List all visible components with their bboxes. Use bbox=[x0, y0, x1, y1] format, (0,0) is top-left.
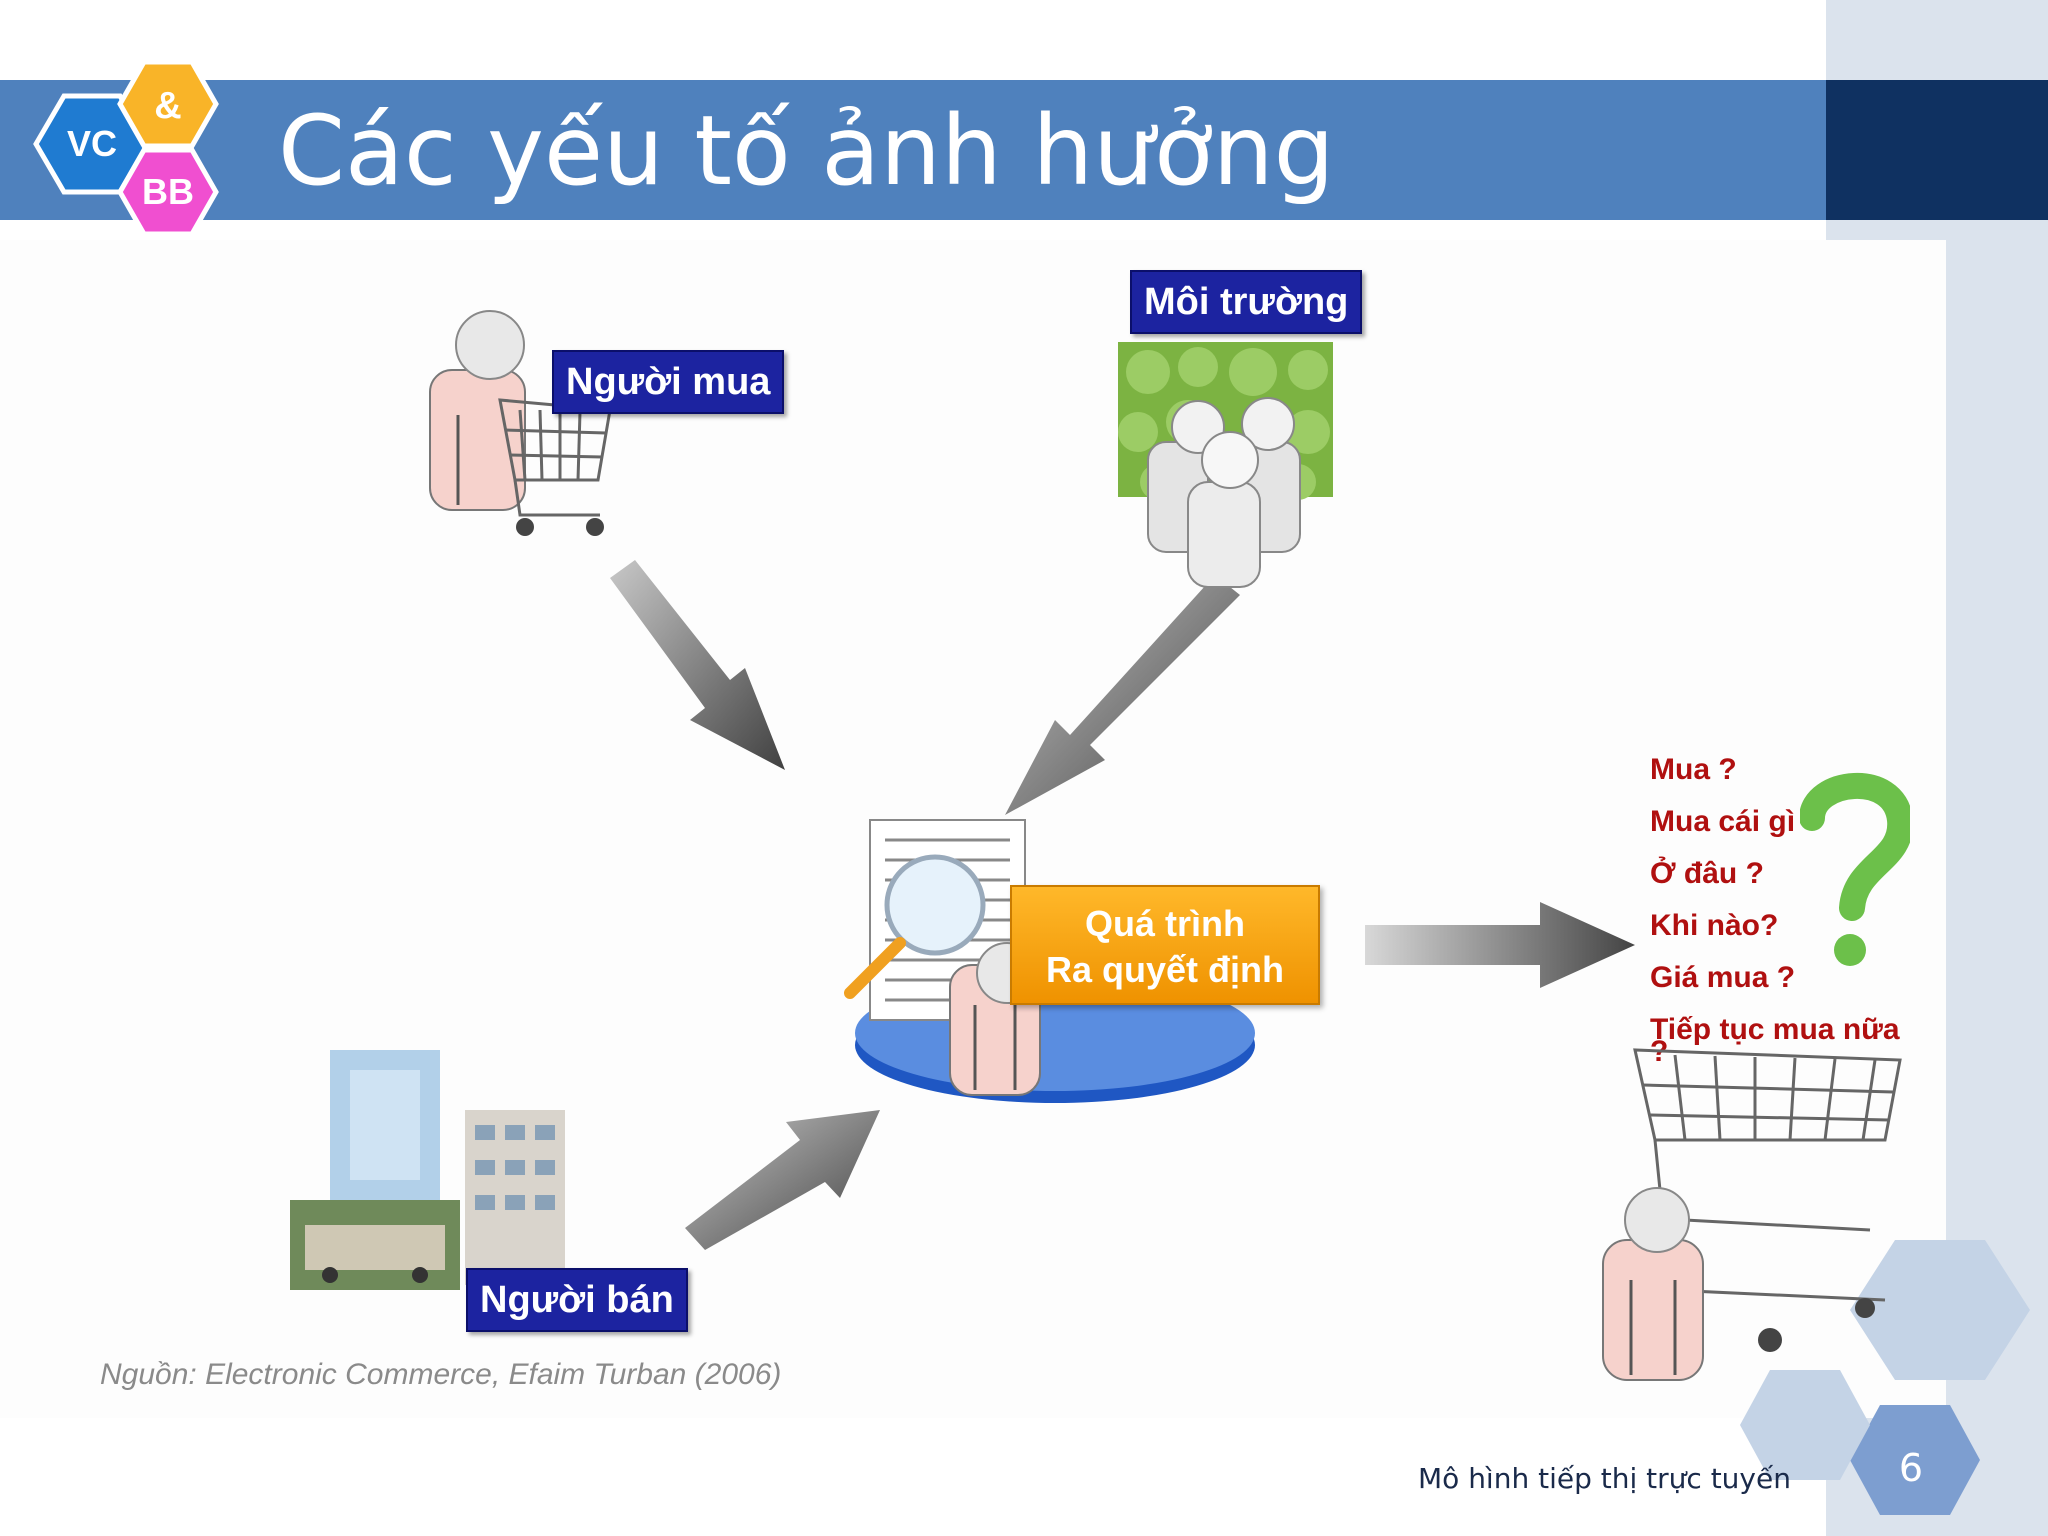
title-bar bbox=[0, 80, 1826, 220]
title-bar-dark-segment bbox=[1826, 80, 2048, 220]
seller-buildings-image bbox=[290, 1050, 565, 1290]
question-item: Mua ? bbox=[1650, 753, 1737, 786]
logo-ampersand-text: & bbox=[154, 85, 181, 127]
arrow-seller-to-decision bbox=[685, 1110, 880, 1250]
footer-title: Mô hình tiếp thị trực tuyến bbox=[1418, 1462, 1791, 1495]
slide-title: Các yếu tố ảnh hưởng bbox=[278, 95, 1335, 207]
source-citation: Nguồn: Electronic Commerce, Efaim Turban… bbox=[100, 1358, 782, 1391]
decision-process-box: Quá trình Ra quyết định bbox=[1010, 885, 1320, 1005]
arrow-environment-to-decision bbox=[1005, 575, 1240, 815]
decorative-hexagons bbox=[1740, 1240, 2030, 1515]
label-buyer: Người mua bbox=[552, 350, 785, 414]
decision-line-1: Quá trình bbox=[1085, 903, 1245, 944]
question-list: Mua ? Mua cái gì Ở đâu ? Khi nào? Giá mu… bbox=[1650, 752, 1900, 1070]
arrow-buyer-to-decision bbox=[610, 560, 785, 770]
logo-bb-text: BB bbox=[142, 171, 194, 212]
page-number: 6 bbox=[1898, 1446, 1924, 1490]
question-item: Giá mua ? bbox=[1650, 961, 1796, 994]
shopping-cart-person-icon bbox=[1602, 1048, 1902, 1381]
question-item: Tiếp tục mua nữa bbox=[1650, 1013, 1900, 1046]
question-item: Ở đâu ? bbox=[1650, 857, 1764, 890]
arrow-decision-to-outcome bbox=[1365, 902, 1635, 988]
label-environment: Môi trường bbox=[1130, 270, 1363, 334]
buyer-person-with-cart-icon bbox=[429, 310, 612, 536]
green-question-mark-icon bbox=[1800, 773, 1910, 966]
logo-vc-text: VC bbox=[67, 123, 117, 164]
logo-vc-bb: VC & BB bbox=[33, 59, 219, 237]
question-item: Mua cái gì bbox=[1650, 805, 1796, 838]
decision-line-2: Ra quyết định bbox=[1045, 949, 1284, 990]
environment-group-icon bbox=[1118, 342, 1333, 588]
question-item: Khi nào? bbox=[1650, 909, 1779, 942]
label-seller: Người bán bbox=[466, 1268, 688, 1332]
